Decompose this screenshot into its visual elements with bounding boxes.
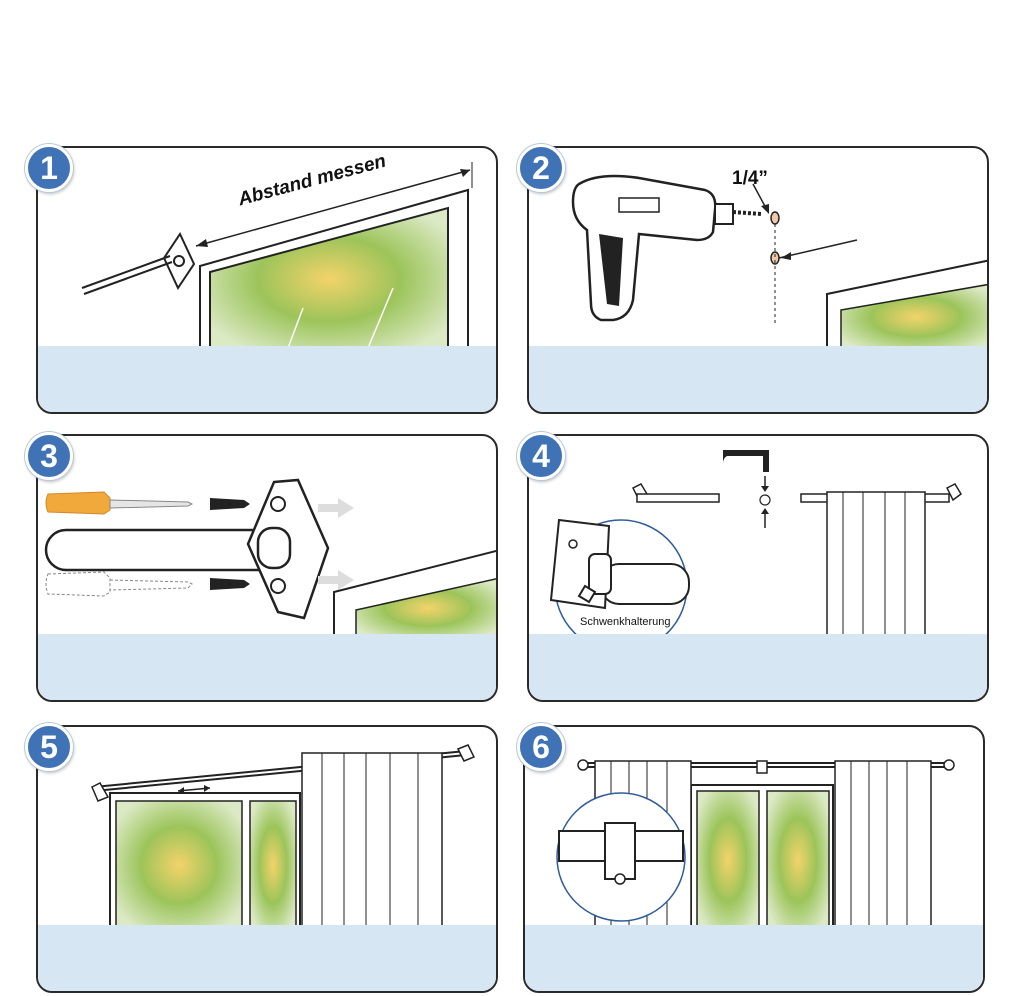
wall-marks-icon [752,183,858,324]
swivel-bracket-label: Schwenkhalterung [580,616,671,628]
window-icon [333,549,496,639]
step-6-illustration [556,759,955,930]
step-3-panel [36,434,498,702]
screw-icon [210,498,250,590]
caption-band [38,925,496,991]
step-6-panel [523,725,985,993]
step-3-illustration [44,478,496,639]
step-2-badge: 2 [517,144,565,192]
window-icon [690,784,834,930]
step-1-panel [36,146,498,414]
step-2-illustration [571,174,987,351]
step-4-panel [527,434,989,702]
bracket-icon [246,478,330,620]
window-icon [826,259,987,351]
center-support-detail-icon [556,792,686,922]
drill-size-label: 1/4” [732,168,768,189]
caption-band [38,346,496,412]
screw-arrows-icon [759,476,771,528]
wall-plug-icon [45,491,194,597]
curtain-icon [826,491,926,639]
step-5-illustration [91,744,476,930]
window-icon [109,792,301,930]
step-4-badge: 4 [517,432,565,480]
step-4-illustration [549,450,962,653]
bracket-icon [631,450,962,502]
step-3-badge: 3 [25,432,73,480]
caption-band [529,634,987,700]
step-1-illustration [81,162,473,351]
window-icon [199,188,469,351]
wall-plug-arrows-icon [318,498,354,590]
caption-band [525,925,983,991]
measure-arrow-icon [195,162,473,247]
caption-band [38,634,496,700]
step-5-panel [36,725,498,993]
step-2-panel [527,146,989,414]
swivel-bracket-detail-icon [549,518,690,653]
drill-icon [571,174,762,322]
caption-band [529,346,987,412]
bracket-icon [81,231,196,295]
step-6-badge: 6 [517,723,565,771]
step-5-badge: 5 [25,723,73,771]
curtain-icon [301,752,443,930]
step-1-badge: 1 [25,144,73,192]
